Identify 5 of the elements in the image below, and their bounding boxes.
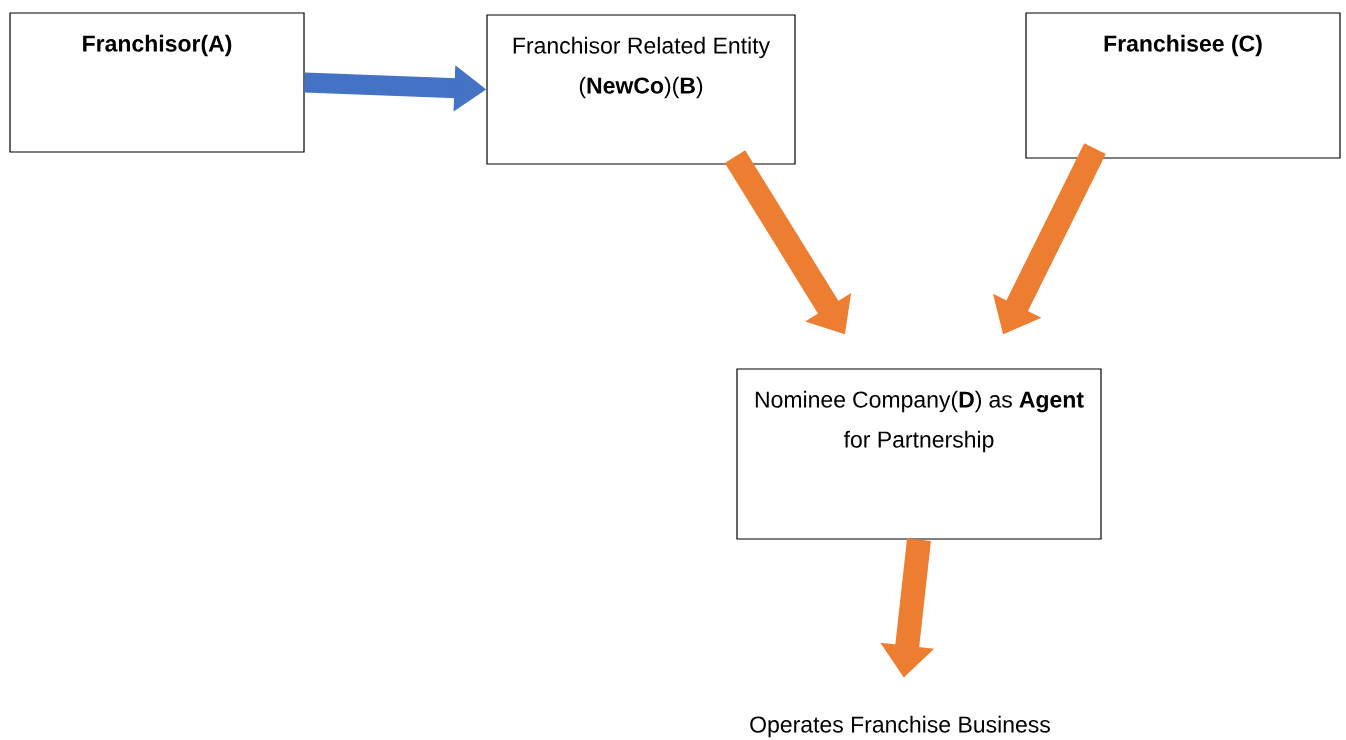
entity-box: Franchisor Related Entity (NewCo)(B) (486, 14, 796, 165)
outcome-text: Operates Franchise Business (750, 715, 1050, 738)
entity-box: Franchisor(A) (9, 12, 305, 153)
entity-box: Nominee Company(D) as Agent for Partnership (736, 368, 1102, 540)
entity-box: Franchisee (C) (1025, 12, 1341, 159)
